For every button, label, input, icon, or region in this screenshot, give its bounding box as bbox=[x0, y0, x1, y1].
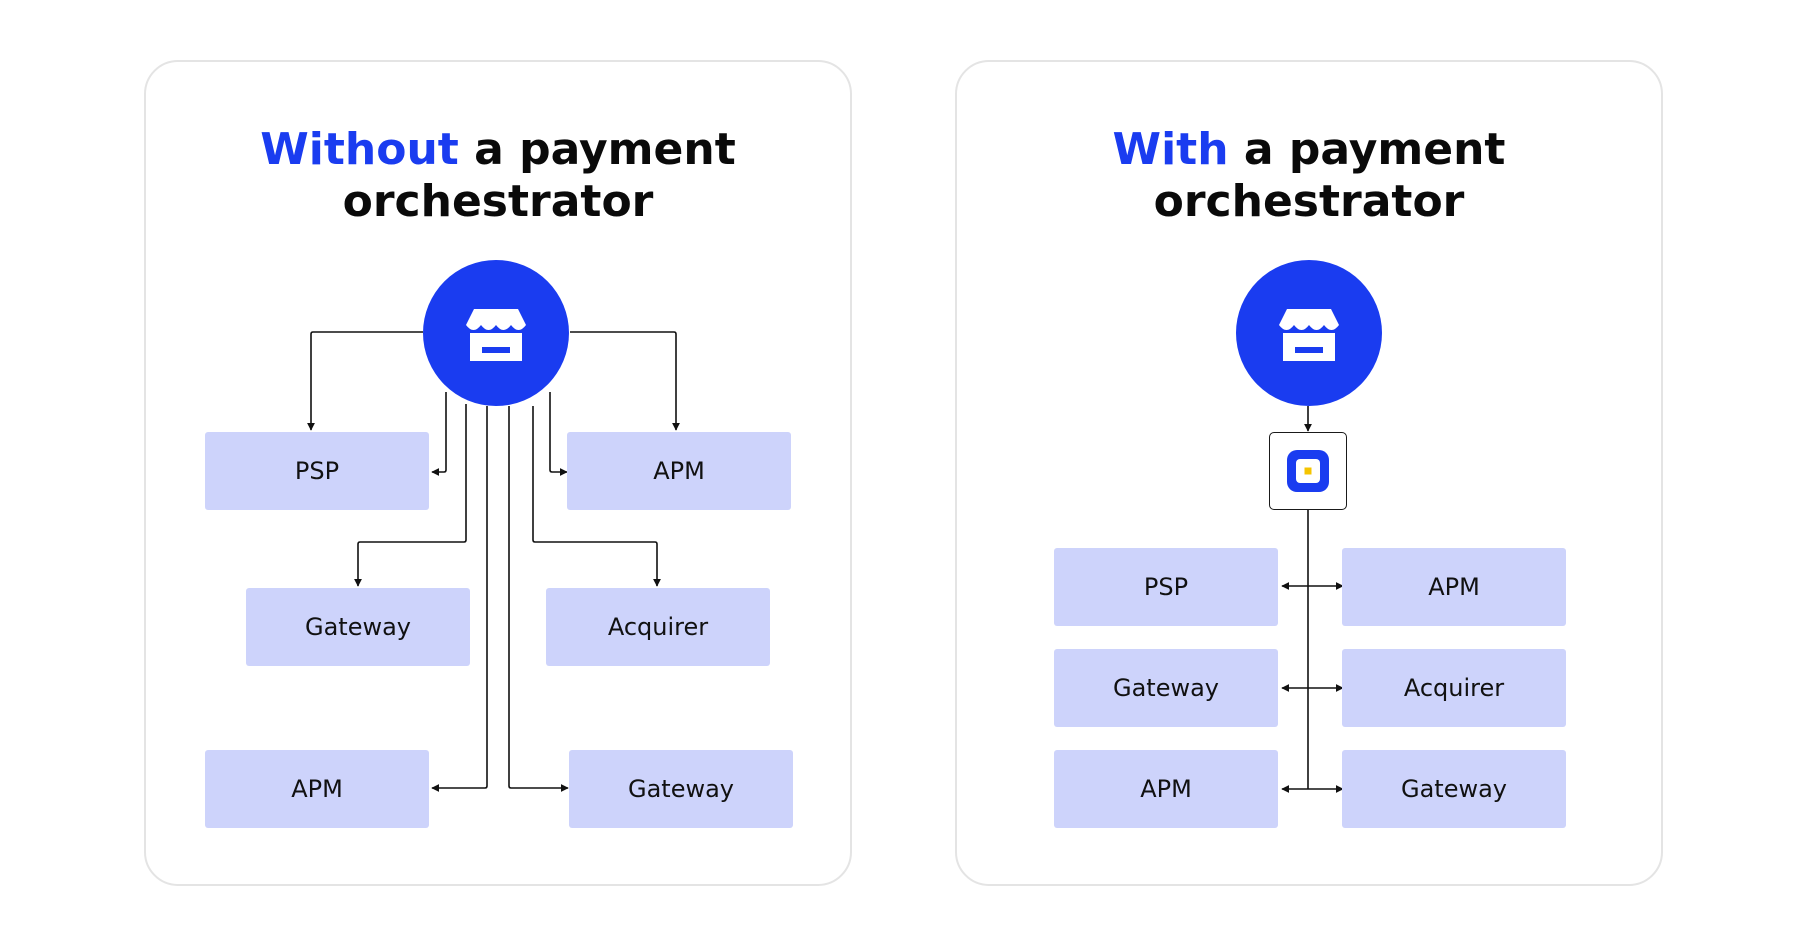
right-node-apm-bottom: APM bbox=[1054, 750, 1278, 828]
arrow-to-gateway-bottom bbox=[508, 406, 569, 792]
left-node-psp: PSP bbox=[205, 432, 429, 510]
merchant-node-left bbox=[423, 260, 569, 406]
arrow-to-apm-top bbox=[570, 331, 680, 431]
title-rest: a payment bbox=[1243, 124, 1506, 175]
storefront-icon bbox=[466, 309, 526, 361]
left-node-apm-top: APM bbox=[567, 432, 791, 510]
title-accent-word: With bbox=[1112, 124, 1229, 175]
right-node-gateway: Gateway bbox=[1054, 649, 1278, 727]
without-panel-title: Without a payment orchestrator bbox=[144, 124, 852, 228]
title-line2: orchestrator bbox=[342, 176, 654, 227]
storefront-icon bbox=[1279, 309, 1339, 361]
arrow-to-apm-side bbox=[549, 392, 568, 476]
arrow-to-gateway bbox=[354, 404, 467, 587]
right-node-gateway-bottom: Gateway bbox=[1342, 750, 1566, 828]
arrow-to-psp bbox=[307, 331, 423, 431]
left-node-apm-bottom: APM bbox=[205, 750, 429, 828]
title-accent-word: Without bbox=[260, 124, 459, 175]
left-node-gateway: Gateway bbox=[246, 588, 470, 666]
with-panel-title: With a payment orchestrator bbox=[955, 124, 1663, 228]
arrow-to-acquirer bbox=[532, 406, 661, 587]
right-node-psp: PSP bbox=[1054, 548, 1278, 626]
payment-orchestrator-node bbox=[1269, 432, 1347, 510]
left-node-acquirer: Acquirer bbox=[546, 588, 770, 666]
title-line2: orchestrator bbox=[1153, 176, 1465, 227]
arrow-to-apm-bottom bbox=[431, 406, 488, 792]
arrow-to-psp-side bbox=[431, 392, 447, 476]
merchant-node-right bbox=[1236, 260, 1382, 406]
left-node-gateway-bottom: Gateway bbox=[569, 750, 793, 828]
right-node-apm: APM bbox=[1342, 548, 1566, 626]
title-rest: a payment bbox=[474, 124, 736, 175]
right-node-acquirer: Acquirer bbox=[1342, 649, 1566, 727]
orchestrator-logo-icon bbox=[1287, 450, 1329, 492]
